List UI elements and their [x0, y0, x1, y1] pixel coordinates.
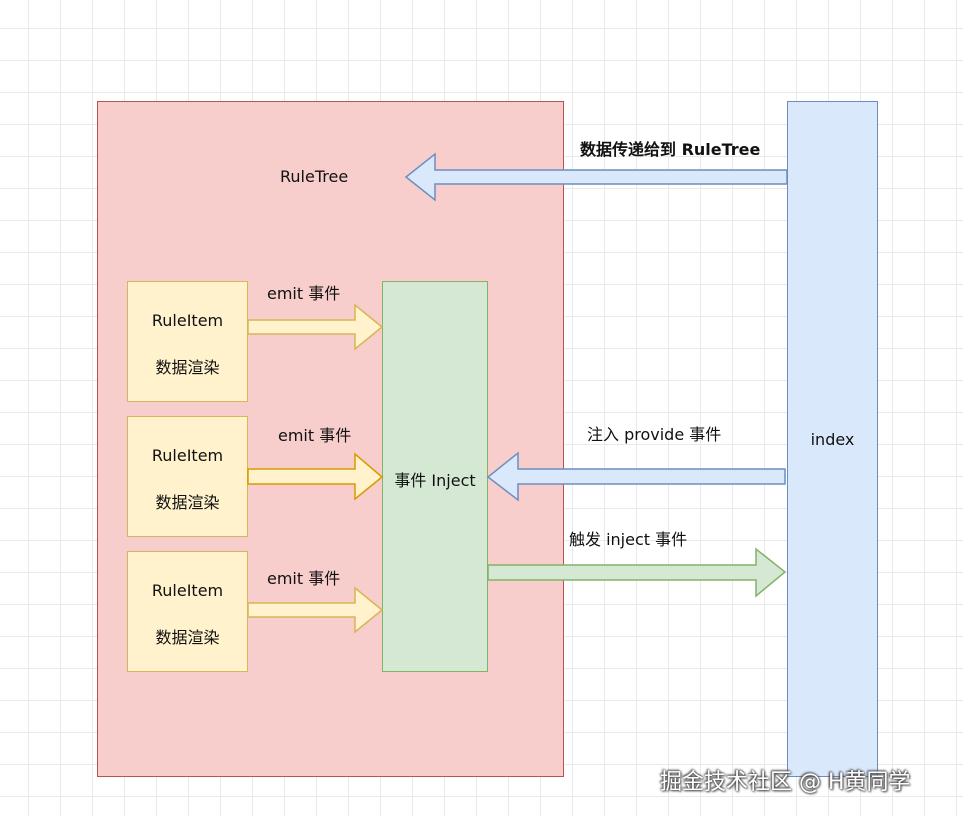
inject-container	[382, 281, 488, 672]
ruletree-label: RuleTree	[280, 167, 349, 186]
pass-data-arrow	[404, 152, 788, 202]
rule-item-3-name: RuleItem	[151, 581, 224, 600]
provide-arrow	[486, 451, 786, 502]
emit-arrow-2	[247, 452, 384, 501]
rule-item-1: RuleItem 数据渲染	[127, 281, 248, 402]
emit-arrow-1	[247, 303, 384, 351]
watermark: 掘金技术社区 @ H黄同学	[660, 770, 911, 795]
rule-item-2: RuleItem 数据渲染	[127, 416, 248, 537]
pass-data-label: 数据传递给到 RuleTree	[580, 140, 761, 159]
provide-label: 注入 provide 事件	[587, 425, 722, 444]
rule-item-1-desc: 数据渲染	[155, 358, 220, 377]
trigger-arrow	[487, 547, 787, 598]
index-container	[787, 101, 878, 777]
rule-item-3-desc: 数据渲染	[155, 628, 220, 647]
rule-item-2-desc: 数据渲染	[155, 493, 220, 512]
rule-item-3: RuleItem 数据渲染	[127, 551, 248, 672]
emit-label-1: emit 事件	[267, 284, 341, 303]
index-label: index	[810, 430, 855, 449]
rule-item-1-name: RuleItem	[151, 311, 224, 330]
emit-label-3: emit 事件	[267, 569, 341, 588]
trigger-label: 触发 inject 事件	[569, 530, 688, 549]
emit-arrow-3	[247, 586, 384, 634]
inject-label: 事件 Inject	[394, 471, 476, 490]
rule-item-2-name: RuleItem	[151, 446, 224, 465]
emit-label-2: emit 事件	[278, 426, 352, 445]
